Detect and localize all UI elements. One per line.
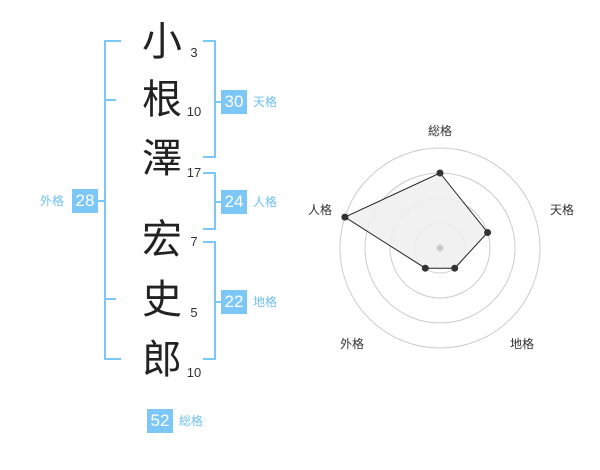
name-char-2: 根: [142, 77, 182, 123]
radar-grid-ring-4: [339, 147, 541, 349]
jinkaku-badge: 24: [221, 190, 247, 214]
radar-point-5: [341, 213, 349, 221]
chikaku-bracket-vertical: [214, 241, 216, 360]
radar-point-1: [436, 169, 444, 177]
tenkaku-badge: 30: [221, 90, 247, 114]
name-char-5: 史: [142, 277, 182, 323]
gaikaku-bracket-stem: [98, 200, 104, 202]
stroke-count-1: 3: [190, 45, 198, 60]
name-char-4: 宏: [142, 217, 182, 263]
name-char-6: 郎: [142, 337, 182, 383]
radar-point-2: [484, 229, 492, 236]
radar-point-4: [421, 264, 429, 272]
gaikaku-bracket-vertical: [104, 40, 106, 360]
tenkaku-bracket-vertical: [214, 40, 216, 158]
radar-axis-label-tenkaku: 天格: [550, 203, 575, 217]
chikaku-badge: 22: [221, 290, 247, 314]
jinkaku-bracket-stem: [214, 201, 221, 203]
chikaku-label: 地格: [253, 295, 278, 309]
gaikaku-badge: 28: [72, 189, 98, 213]
chikaku-bracket-stem: [214, 301, 221, 303]
tenkaku-bracket-bottom: [203, 156, 216, 158]
radar-axis-label-jinkaku: 人格: [308, 203, 333, 217]
chikaku-bracket-bottom: [203, 358, 216, 360]
soukaku-badge: 52: [147, 409, 173, 433]
tenkaku-label: 天格: [253, 95, 278, 109]
radar-axis-label-soukaku: 総格: [428, 124, 453, 138]
name-char-3: 澤: [142, 136, 182, 182]
gaikaku-bracket-tick-1: [104, 99, 116, 101]
gaikaku-bracket-top: [104, 40, 121, 42]
chikaku-bracket-top: [203, 241, 216, 243]
jinkaku-label: 人格: [253, 195, 278, 209]
jinkaku-bracket-bottom: [203, 228, 216, 230]
radar-point-3: [451, 264, 459, 272]
stroke-count-2: 10: [186, 104, 202, 119]
radar-axis-label-chikaku: 地格: [510, 337, 535, 351]
stroke-count-6: 10: [186, 365, 202, 380]
gaikaku-bracket-tick-2: [104, 298, 116, 300]
radar-series-polygon: [343, 172, 489, 269]
gaikaku-label: 外格: [40, 194, 65, 208]
name-char-1: 小: [142, 19, 182, 65]
stroke-count-3: 17: [186, 165, 202, 180]
stroke-count-4: 7: [190, 234, 198, 249]
gaikaku-bracket-bottom: [104, 358, 121, 360]
jinkaku-bracket-top: [203, 172, 216, 174]
radar-center-dot: [436, 244, 444, 252]
soukaku-label: 総格: [179, 414, 204, 428]
tenkaku-bracket-stem: [214, 101, 221, 103]
stroke-count-5: 5: [190, 305, 198, 320]
tenkaku-bracket-top: [203, 40, 216, 42]
radar-axis-label-gaikaku: 外格: [340, 337, 365, 351]
